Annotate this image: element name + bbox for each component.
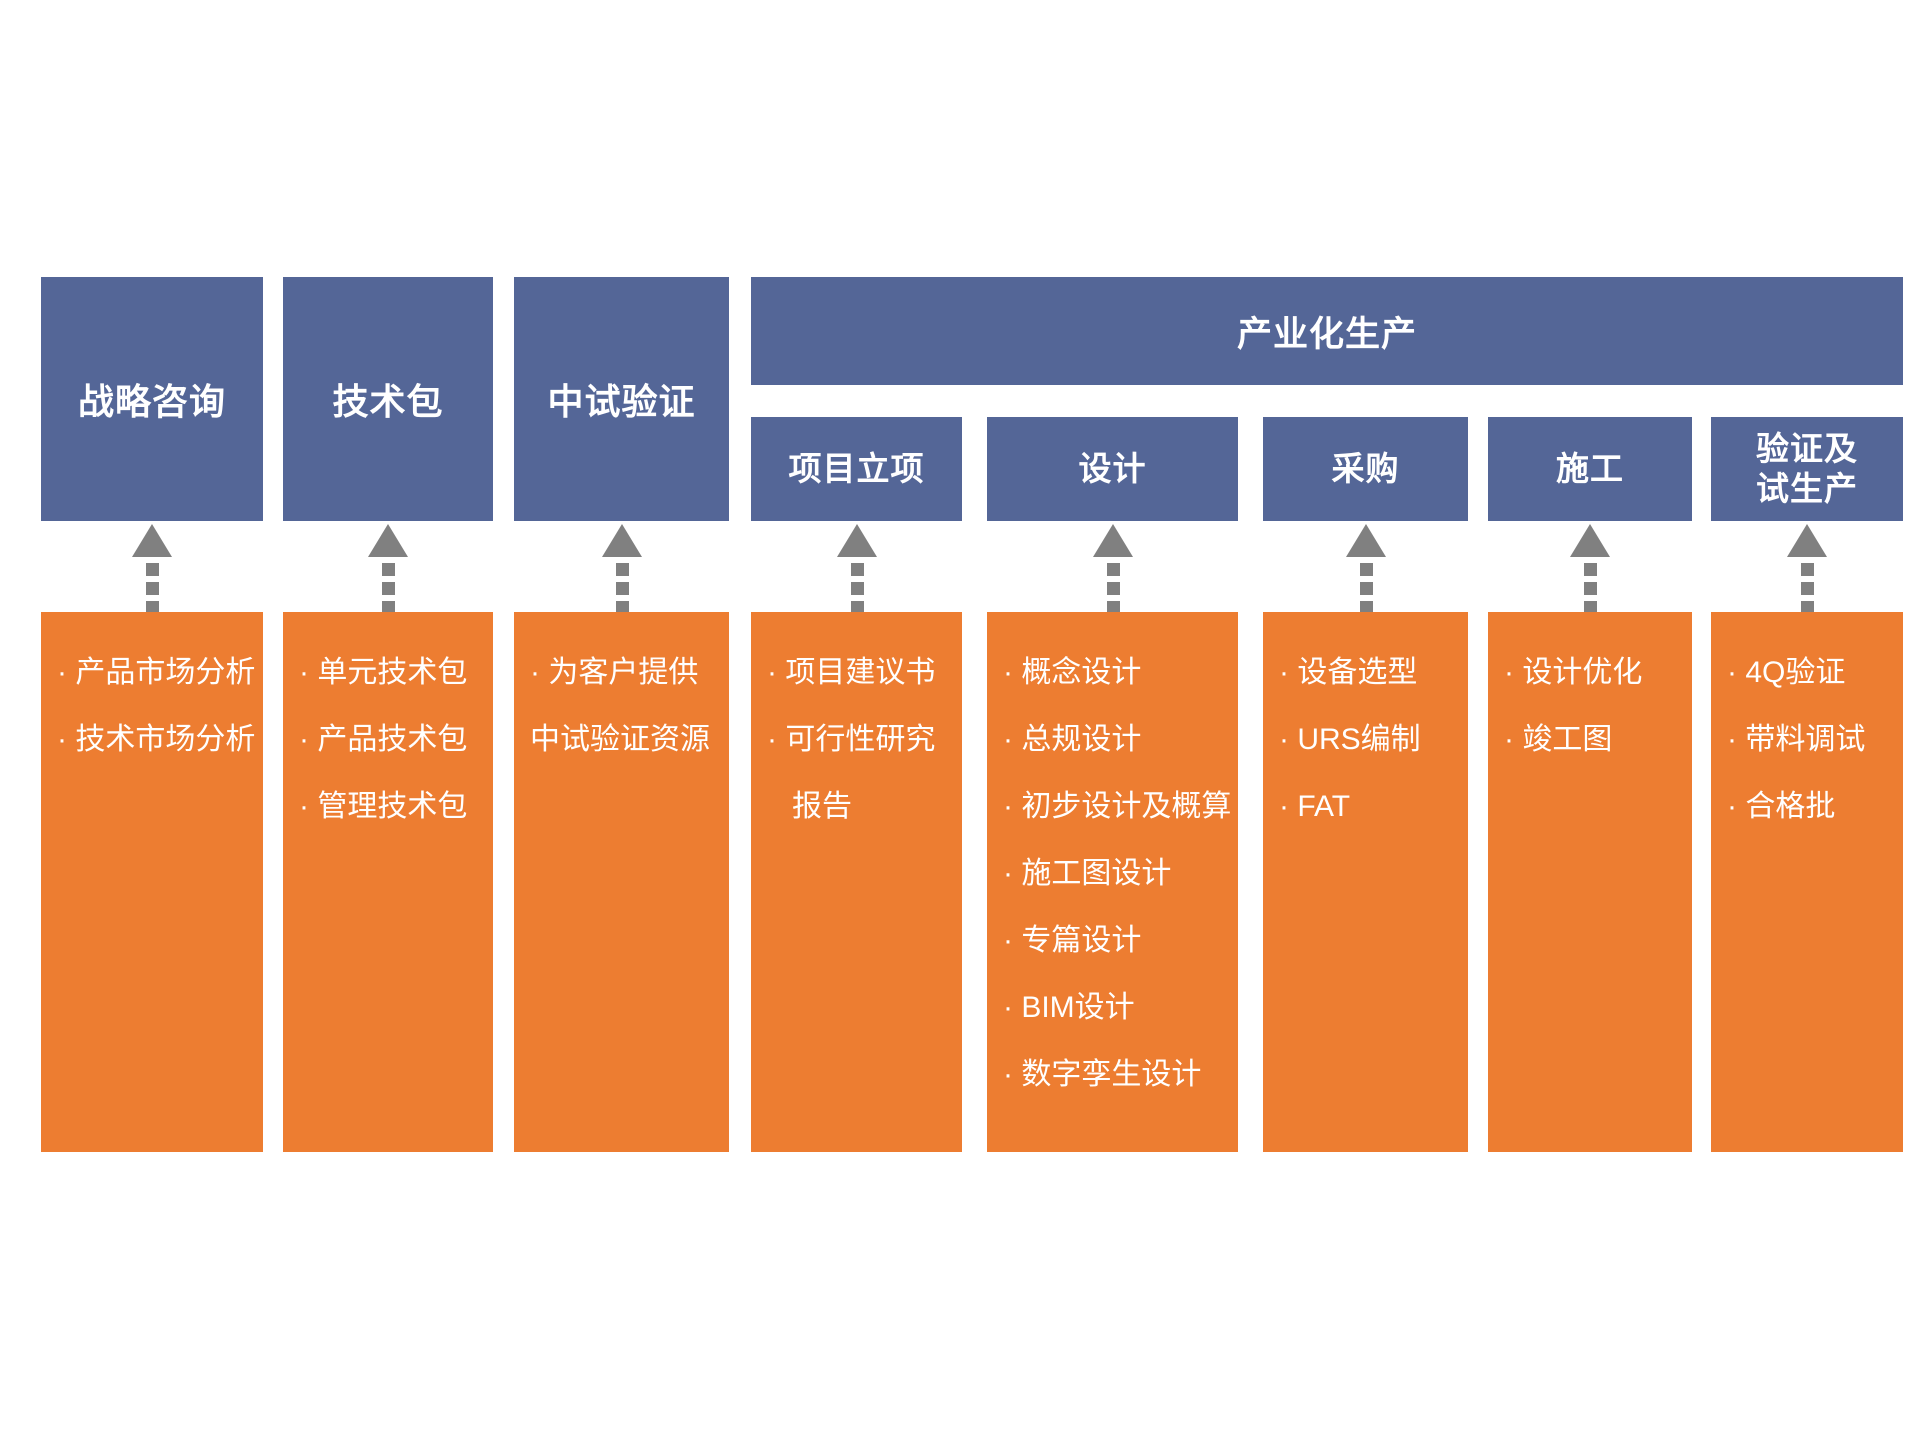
list-item: · 初步设计及概算: [1003, 790, 1232, 823]
stage-header-label: 战略咨询: [77, 381, 226, 422]
detail-panel-strategy-consulting: · 产品市场分析 · 技术市场分析: [41, 612, 263, 1152]
dashed-tail: [381, 557, 395, 612]
up-arrow-icon: [368, 524, 408, 612]
up-arrow-icon: [132, 524, 172, 612]
dashed-tail: [1800, 557, 1814, 612]
list-item: · 设备选型: [1279, 656, 1418, 689]
detail-list: · 4Q验证 · 带料调试 · 合格批: [1711, 612, 1903, 840]
list-item: · 数字孪生设计: [1003, 1058, 1202, 1091]
stage-header-label: 技术包: [332, 381, 444, 422]
stage-header-label: 验证及 试生产: [1756, 429, 1858, 507]
stage-header-construction: 施工: [1488, 417, 1692, 521]
stage-header-design: 设计: [987, 417, 1238, 521]
stage-header-label: 中试验证: [547, 381, 696, 422]
up-arrow-icon: [1570, 524, 1610, 612]
list-item: · 可行性研究: [767, 723, 936, 756]
up-arrow-icon: [602, 524, 642, 612]
up-arrow-icon: [1346, 524, 1386, 612]
stage-header-technology-package: 技术包: [283, 277, 493, 521]
detail-panel-pilot-verification: · 为客户提供中试验证资源: [514, 612, 729, 1152]
list-item: · 项目建议书: [767, 656, 936, 689]
arrowhead-icon: [602, 524, 642, 557]
list-item: · 技术市场分析: [57, 723, 256, 756]
detail-list: · 为客户提供中试验证资源: [514, 612, 729, 773]
detail-list: · 单元技术包 · 产品技术包 · 管理技术包: [283, 612, 493, 840]
detail-list: · 设计优化 · 竣工图: [1488, 612, 1692, 773]
stage-header-strategy-consulting: 战略咨询: [41, 277, 263, 521]
list-item: 中试验证资源: [530, 723, 710, 756]
up-arrow-icon: [1787, 524, 1827, 612]
detail-panel-design: · 概念设计 · 总规设计 · 初步设计及概算 · 施工图设计 · 专篇设计 · BIM设…: [987, 612, 1238, 1152]
arrowhead-icon: [837, 524, 877, 557]
stage-header-label: 采购: [1331, 449, 1400, 487]
list-item: 报告: [767, 790, 853, 823]
list-item: · 合格批: [1727, 790, 1836, 823]
list-item: · 带料调试: [1727, 723, 1866, 756]
stage-header-procurement: 采购: [1263, 417, 1468, 521]
detail-list: · 设备选型 · URS编制 · FAT: [1263, 612, 1468, 840]
detail-list: · 项目建议书 · 可行性研究 报告: [751, 612, 962, 840]
list-item: · BIM设计: [1003, 991, 1135, 1024]
list-item: · 竣工图: [1504, 723, 1613, 756]
up-arrow-icon: [837, 524, 877, 612]
group-header-label: 产业化生产: [1236, 314, 1417, 354]
detail-panel-construction: · 设计优化 · 竣工图: [1488, 612, 1692, 1152]
list-item: · 产品市场分析: [57, 656, 256, 689]
list-item: · URS编制: [1279, 723, 1421, 756]
dashed-tail: [1106, 557, 1120, 612]
arrowhead-icon: [132, 524, 172, 557]
arrowhead-icon: [1787, 524, 1827, 557]
stage-header-label: 项目立项: [788, 449, 925, 487]
dashed-tail: [1583, 557, 1597, 612]
detail-list: · 概念设计 · 总规设计 · 初步设计及概算 · 施工图设计 · 专篇设计 · BIM设…: [987, 612, 1238, 1108]
list-item: · FAT: [1279, 790, 1351, 823]
list-item: · 施工图设计: [1003, 857, 1172, 890]
list-item: · 单元技术包: [299, 656, 468, 689]
detail-panel-project-initiation: · 项目建议书 · 可行性研究 报告: [751, 612, 962, 1152]
stage-header-label: 设计: [1078, 449, 1147, 487]
arrowhead-icon: [1570, 524, 1610, 557]
stage-header-validation-trial-production: 验证及 试生产: [1711, 417, 1903, 521]
list-item: · 产品技术包: [299, 723, 468, 756]
dashed-tail: [850, 557, 864, 612]
detail-panel-procurement: · 设备选型 · URS编制 · FAT: [1263, 612, 1468, 1152]
list-item: · 为客户提供: [530, 656, 699, 689]
list-item: · 4Q验证: [1727, 656, 1846, 689]
arrowhead-icon: [1093, 524, 1133, 557]
detail-list: · 产品市场分析 · 技术市场分析: [41, 612, 263, 773]
detail-panel-technology-package: · 单元技术包 · 产品技术包 · 管理技术包: [283, 612, 493, 1152]
stage-header-pilot-verification: 中试验证: [514, 277, 729, 521]
up-arrow-icon: [1093, 524, 1133, 612]
dashed-tail: [1359, 557, 1373, 612]
list-item: · 概念设计: [1003, 656, 1142, 689]
list-item: · 总规设计: [1003, 723, 1142, 756]
arrowhead-icon: [368, 524, 408, 557]
list-item: · 设计优化: [1504, 656, 1643, 689]
stage-header-label: 施工: [1556, 449, 1624, 487]
list-item: · 专篇设计: [1003, 924, 1142, 957]
dashed-tail: [615, 557, 629, 612]
stage-header-project-initiation: 项目立项: [751, 417, 962, 521]
dashed-tail: [145, 557, 159, 612]
group-header-industrial-production: 产业化生产: [751, 277, 1903, 385]
arrowhead-icon: [1346, 524, 1386, 557]
detail-panel-validation-trial-production: · 4Q验证 · 带料调试 · 合格批: [1711, 612, 1903, 1152]
list-item: · 管理技术包: [299, 790, 468, 823]
